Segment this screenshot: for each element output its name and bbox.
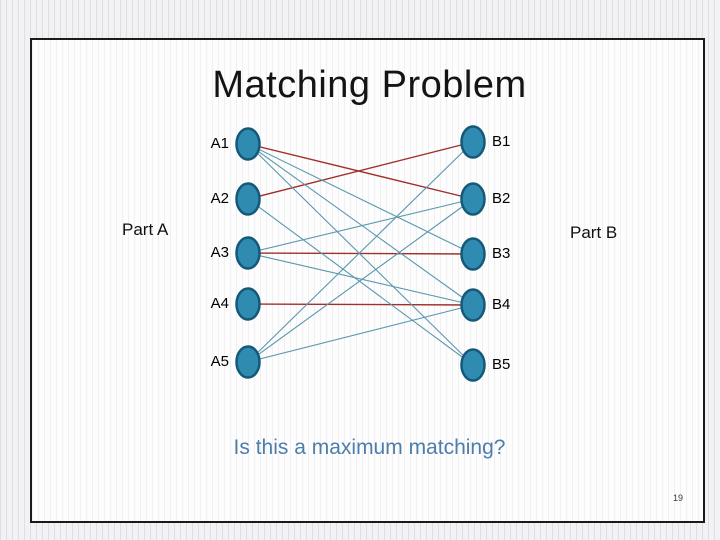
edge-A5-B4-graph [247,304,474,363]
part-b-label: Part B [570,223,618,242]
edge-A3-B4-graph [247,252,474,306]
edge-A1-B5-graph [247,143,474,366]
edge-A1-B3-graph [247,143,474,255]
edge-A2-B1-matching [247,141,474,200]
part-a-label: Part A [122,220,169,239]
node-B4 [460,288,486,322]
edge-A3-B3-matching [247,252,474,255]
node-B1 [460,125,486,159]
edge-A5-B2-graph [247,198,474,363]
node-B2 [460,182,486,216]
edge-A5-B1-graph [247,141,474,363]
edge-A1-B4-graph [247,143,474,306]
node-A3 [235,236,261,270]
page-number: 19 [672,493,683,503]
node-A4 [235,287,261,321]
question-text: Is this a maximum matching? [233,436,506,459]
edge-A4-B4-matching [247,303,474,306]
edge-A1-B2-matching [247,143,474,200]
node-B3 [460,237,486,271]
node-B5 [460,348,486,382]
edge-A2-B5-graph [247,198,474,366]
node-A1 [235,127,261,161]
node-A5 [235,345,261,379]
slide-title: Matching Problem [212,64,527,106]
edge-A3-B2-graph [247,198,474,254]
node-A2 [235,182,261,216]
bipartite-graph [235,125,486,382]
